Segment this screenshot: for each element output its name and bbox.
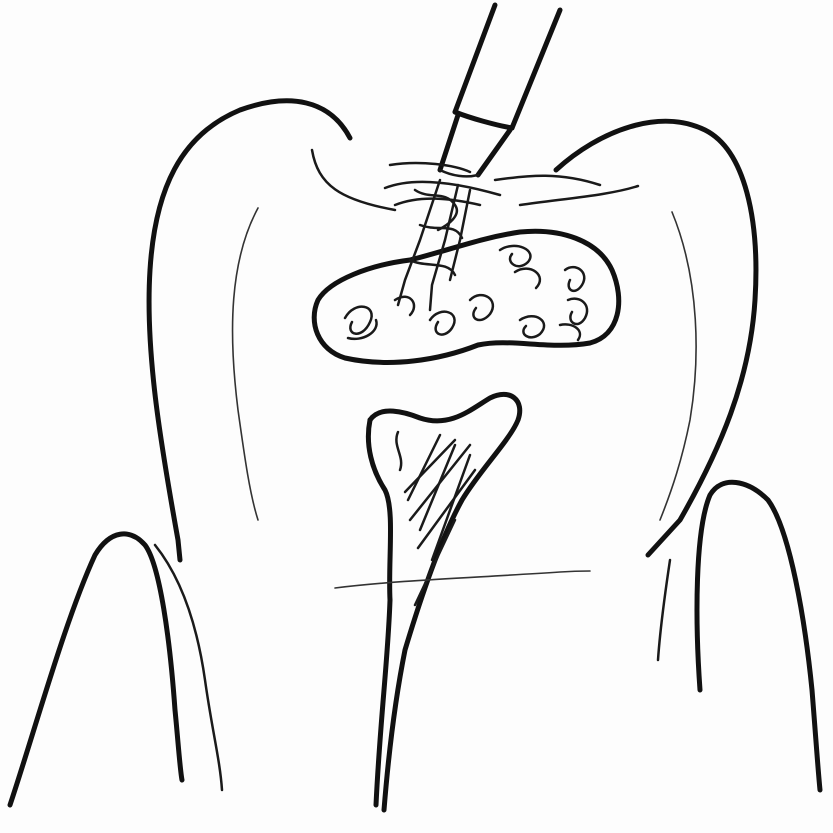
bone-level-line	[335, 571, 590, 588]
instrument-neck-ring	[440, 170, 478, 176]
tooth-outer-right	[556, 121, 756, 555]
access-cavity-left	[312, 150, 395, 210]
access-cavity-right	[520, 186, 638, 205]
instrument-handle-right	[512, 10, 560, 128]
root-canal-left-wall	[368, 420, 390, 600]
instrument-handle-left	[455, 5, 495, 112]
pulp-tissue-squiggles	[345, 246, 587, 340]
tooth-outer-left	[149, 101, 350, 560]
instrument-neck-left	[440, 115, 458, 170]
root-canal-outline	[370, 394, 520, 810]
instrument-collar	[455, 112, 512, 128]
gum-right-outline	[697, 482, 820, 790]
access-cavity-right-top	[495, 176, 600, 185]
file-blade-spiral	[385, 163, 500, 310]
instrument-neck-right	[478, 130, 510, 175]
dentin-line-left	[233, 208, 258, 520]
gum-left-outline	[10, 534, 182, 805]
dentin-line-right	[660, 212, 696, 520]
pulp-chamber-outline	[314, 231, 619, 362]
gum-right-inner	[658, 560, 670, 660]
gum-left-inner	[155, 545, 222, 790]
hand-file-instrument	[385, 5, 560, 310]
